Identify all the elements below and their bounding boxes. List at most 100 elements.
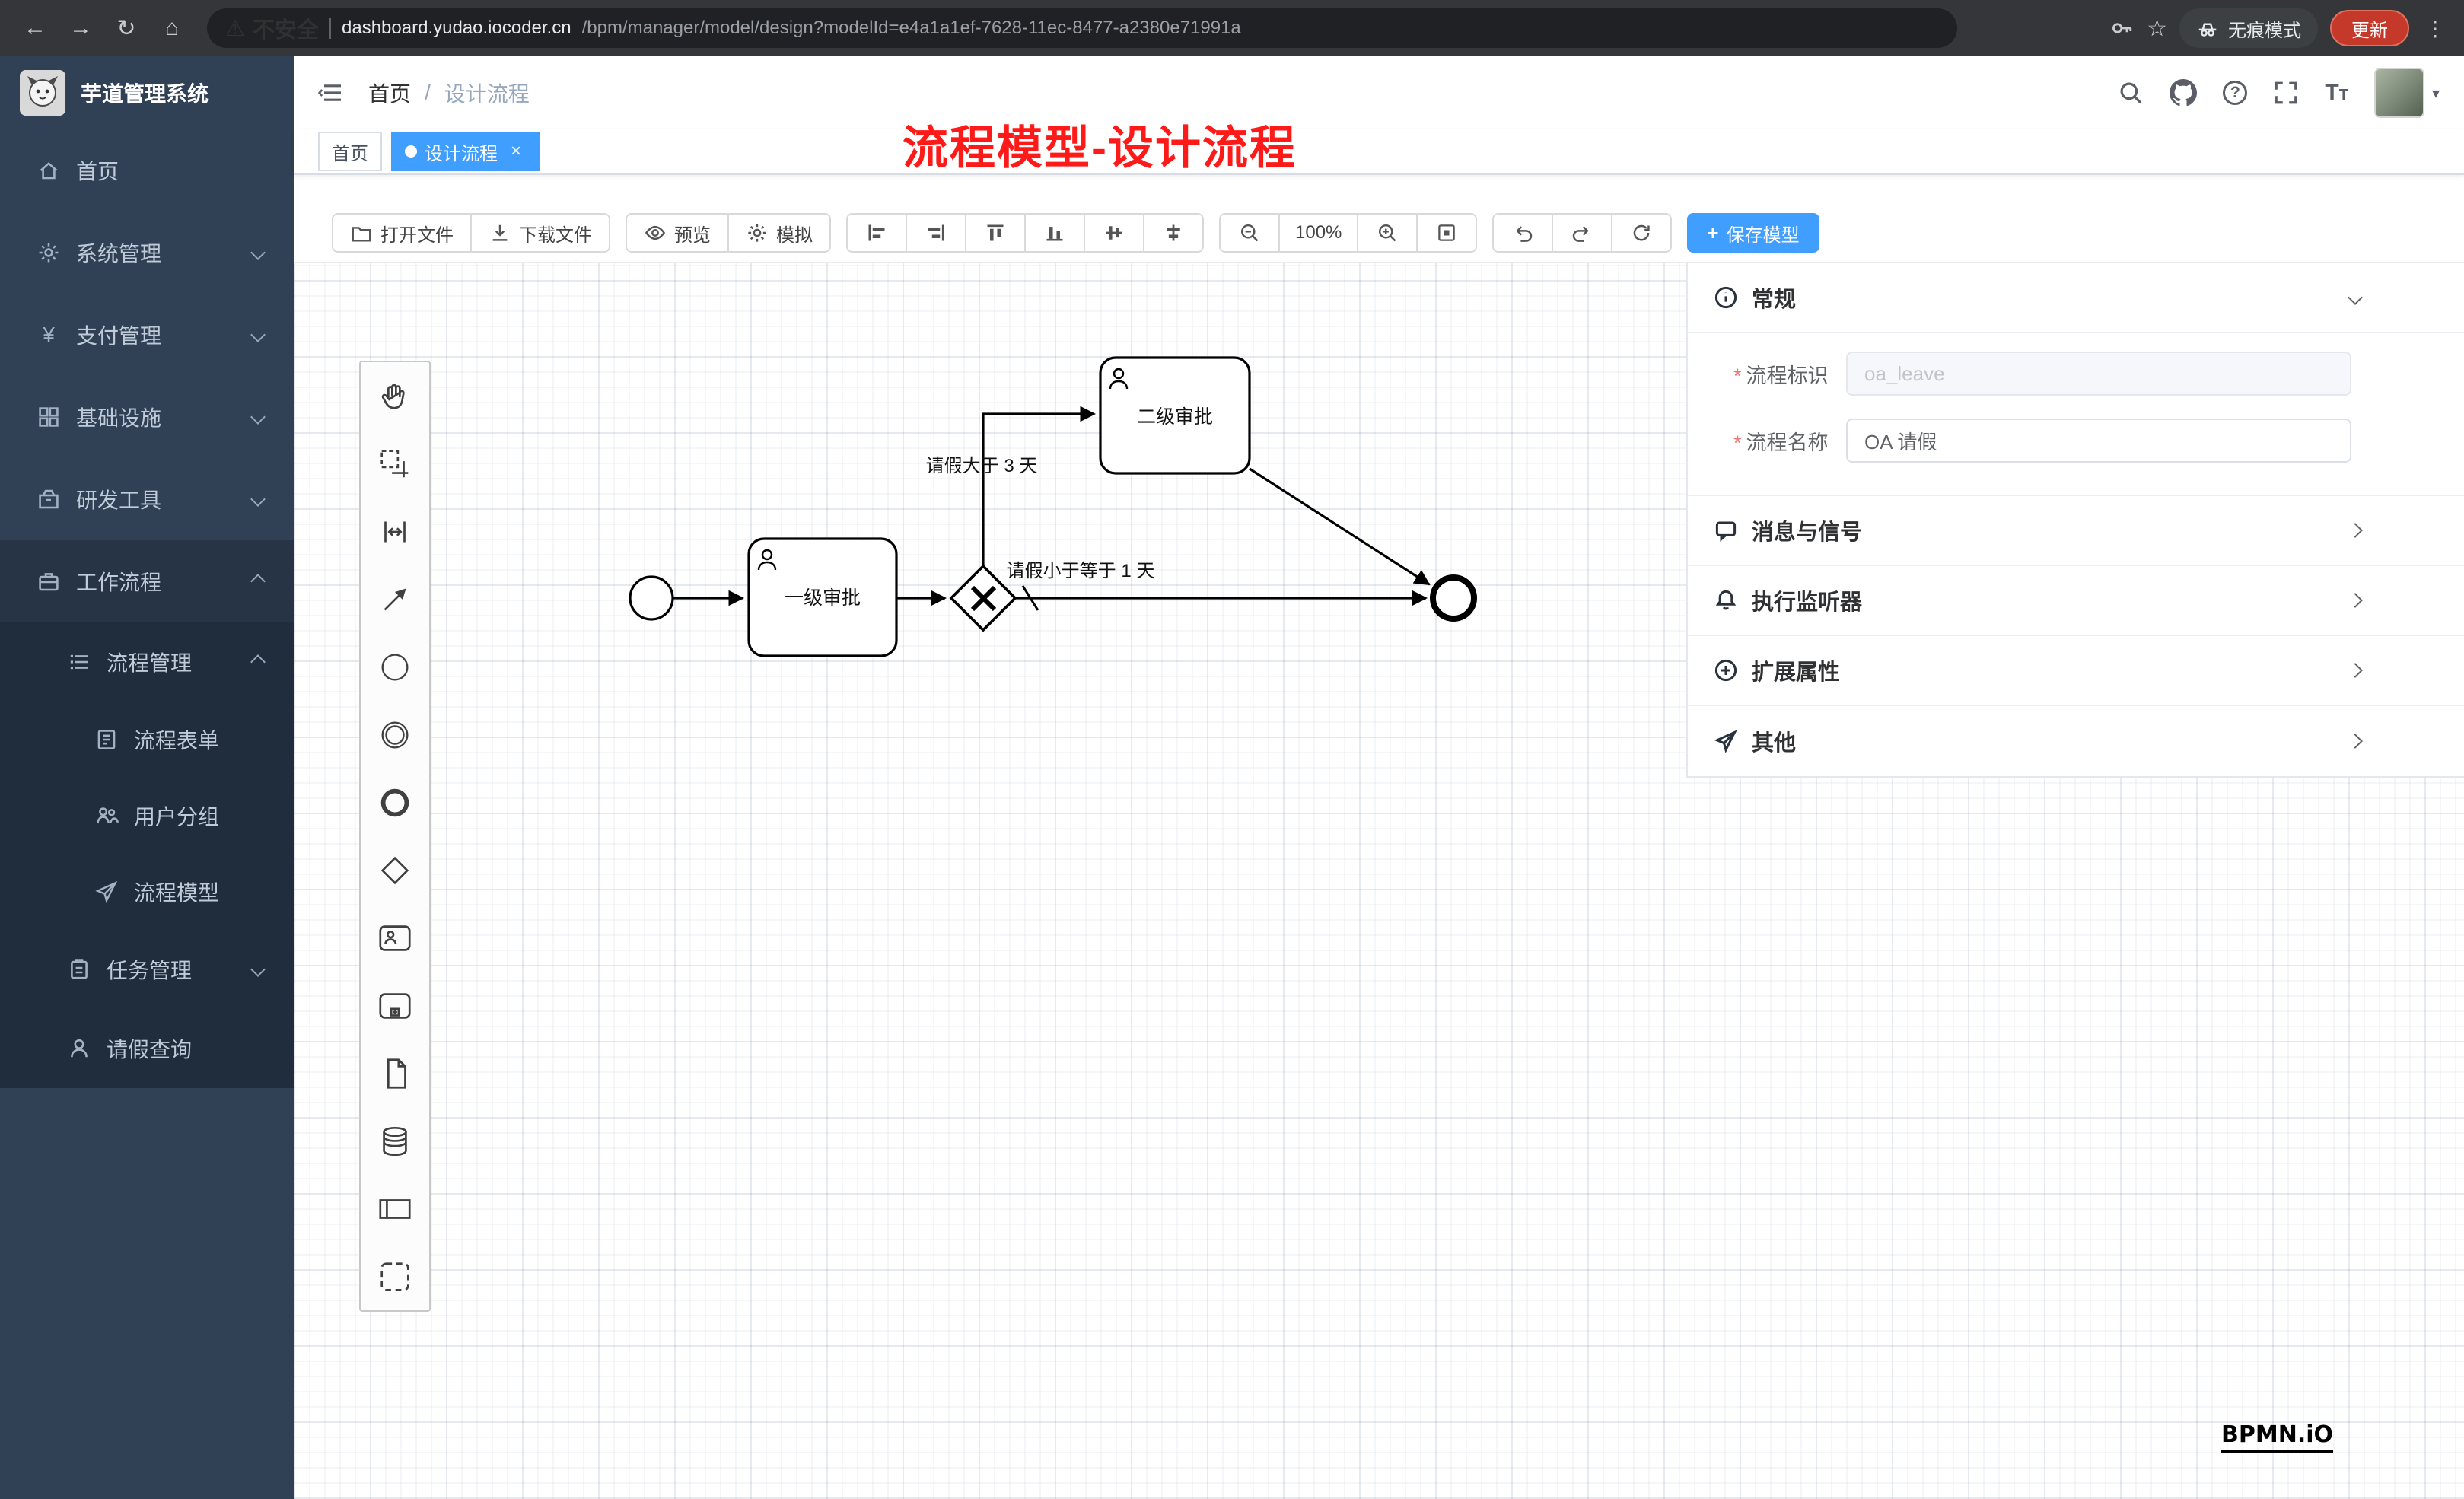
align-bottom-button[interactable] <box>1024 213 1085 253</box>
user-task-level1[interactable]: 一级审批 <box>747 537 898 657</box>
tab-home[interactable]: 首页 <box>318 132 382 171</box>
address-bar[interactable]: ⚠ 不安全 dashboard.yudao.iocoder.cn /bpm/ma… <box>207 8 1957 48</box>
section-message-signal[interactable]: 消息与信号 <box>1688 496 2464 566</box>
align-bottom-icon <box>1046 227 1063 241</box>
save-model-button[interactable]: + 保存模型 <box>1687 213 1819 253</box>
flow-gateway-to-task2[interactable] <box>982 406 1097 566</box>
forward-icon[interactable]: → <box>69 15 92 40</box>
refresh-icon <box>1634 224 1651 241</box>
user-task-level2[interactable]: 二级审批 <box>1099 356 1251 475</box>
create-end-event-icon[interactable] <box>361 769 429 836</box>
plus-circle-icon <box>1714 658 1738 683</box>
grid-icon <box>37 405 61 429</box>
section-other[interactable]: 其他 <box>1688 706 2464 776</box>
align-center-vertical-icon <box>1167 224 1180 241</box>
sidebar-item-infrastructure[interactable]: 基础设施 <box>0 376 294 458</box>
create-data-store-icon[interactable] <box>361 1107 429 1175</box>
sidebar-item-home[interactable]: 首页 <box>0 129 294 212</box>
condition-label-gt3[interactable]: 请假大于 3 天 <box>926 456 1038 476</box>
create-start-event-icon[interactable] <box>361 633 429 701</box>
github-icon[interactable] <box>2170 79 2198 107</box>
sidebar: 芋道管理系统 首页 系统管理 ¥ 支付管理 <box>0 56 294 1499</box>
create-data-object-icon[interactable] <box>361 1039 429 1107</box>
zoom-out-button[interactable] <box>1219 213 1280 253</box>
help-icon[interactable]: ? <box>2223 81 2248 105</box>
hand-tool-icon[interactable] <box>361 362 429 430</box>
undo-button[interactable] <box>1492 213 1554 253</box>
paper-plane-icon <box>1714 729 1738 753</box>
sidebar-item-process-form[interactable]: 流程表单 <box>0 702 294 778</box>
clipboard-icon <box>67 957 91 982</box>
space-tool-icon[interactable] <box>361 498 429 565</box>
process-key-input[interactable] <box>1846 352 2351 396</box>
align-left-button[interactable] <box>846 213 907 253</box>
process-name-label: *流程名称 <box>1733 431 1829 454</box>
align-right-button[interactable] <box>906 213 966 253</box>
fit-viewport-icon <box>1438 224 1456 241</box>
align-right-icon <box>928 224 944 241</box>
browser-menu-icon[interactable]: ⋮ <box>2424 16 2446 40</box>
sidebar-item-system-management[interactable]: 系统管理 <box>0 212 294 294</box>
end-event-shape[interactable] <box>1430 574 1477 622</box>
start-event-shape[interactable] <box>629 575 674 621</box>
create-participant-icon[interactable] <box>361 1175 429 1243</box>
sidebar-item-leave-query[interactable]: 请假查询 <box>0 1009 294 1088</box>
app-logo[interactable]: 芋道管理系统 <box>0 56 294 129</box>
create-user-task-icon[interactable] <box>361 904 429 972</box>
sidebar-menu: 首页 系统管理 ¥ 支付管理 基础设施 <box>0 129 294 1088</box>
reload-icon[interactable]: ↻ <box>116 15 136 41</box>
bpmn-io-watermark[interactable]: BPMN.iO <box>2221 1421 2333 1453</box>
tab-design-process[interactable]: 设计流程 × <box>391 132 540 171</box>
download-file-button[interactable]: 下载文件 <box>470 213 610 253</box>
section-general[interactable]: 常规 <box>1688 263 2464 333</box>
bookmark-star-icon[interactable]: ☆ <box>2147 15 2167 41</box>
bpmn-canvas[interactable]: 请假大于 3 天 请假小于等于 1 天 一级审批 <box>294 262 2464 1499</box>
process-name-input[interactable] <box>1846 419 2351 463</box>
align-center-horizontal-button[interactable] <box>1084 213 1144 253</box>
sidebar-item-task-management[interactable]: 任务管理 <box>0 930 294 1009</box>
breadcrumb-home[interactable]: 首页 <box>368 82 412 106</box>
global-connect-tool-icon[interactable] <box>361 565 429 633</box>
section-extended-attributes[interactable]: 扩展属性 <box>1688 636 2464 706</box>
open-file-button[interactable]: 打开文件 <box>332 213 472 253</box>
restart-button[interactable] <box>1611 213 1673 253</box>
incognito-icon <box>2198 23 2217 37</box>
sidebar-item-payment-management[interactable]: ¥ 支付管理 <box>0 294 294 376</box>
hamburger-icon[interactable] <box>318 81 344 105</box>
redo-icon <box>1573 226 1590 242</box>
back-icon[interactable]: ← <box>24 15 46 40</box>
sidebar-item-dev-tools[interactable]: 研发工具 <box>0 458 294 540</box>
password-key-icon[interactable] <box>2110 16 2135 40</box>
sidebar-item-workflow[interactable]: 工作流程 <box>0 540 294 622</box>
simulate-button[interactable]: 模拟 <box>727 213 831 253</box>
align-top-button[interactable] <box>965 213 1026 253</box>
redo-button[interactable] <box>1552 213 1613 253</box>
fullscreen-icon[interactable] <box>2273 80 2299 106</box>
section-execution-listener[interactable]: 执行监听器 <box>1688 566 2464 636</box>
create-call-activity-icon[interactable] <box>361 972 429 1039</box>
preview-button[interactable]: 预览 <box>626 213 729 253</box>
lasso-tool-icon[interactable] <box>361 430 429 498</box>
zoom-in-button[interactable] <box>1357 213 1418 253</box>
create-gateway-icon[interactable] <box>361 836 429 904</box>
required-asterisk: * <box>1733 364 1742 387</box>
user-menu[interactable]: ▾ <box>2373 68 2440 118</box>
home-icon[interactable]: ⌂ <box>164 15 180 40</box>
condition-label-le1[interactable]: 请假小于等于 1 天 <box>1007 561 1155 581</box>
close-icon[interactable]: × <box>510 141 521 161</box>
browser-update-button[interactable]: 更新 <box>2330 10 2409 46</box>
sidebar-item-process-management[interactable]: 流程管理 <box>0 622 294 702</box>
create-group-icon[interactable] <box>361 1243 429 1310</box>
chevron-down-icon <box>2348 290 2363 305</box>
sidebar-item-user-group[interactable]: 用户分组 <box>0 778 294 854</box>
flow-task2-to-end[interactable] <box>1249 467 1431 586</box>
create-intermediate-event-icon[interactable] <box>361 701 429 769</box>
sidebar-item-process-model[interactable]: 流程模型 <box>0 854 294 930</box>
zoom-reset-button[interactable] <box>1416 213 1478 253</box>
exclusive-gateway-shape[interactable] <box>949 564 1017 632</box>
security-status[interactable]: ⚠ 不安全 <box>225 16 320 43</box>
align-center-vertical-button[interactable] <box>1143 213 1204 253</box>
search-icon[interactable] <box>2118 80 2144 106</box>
